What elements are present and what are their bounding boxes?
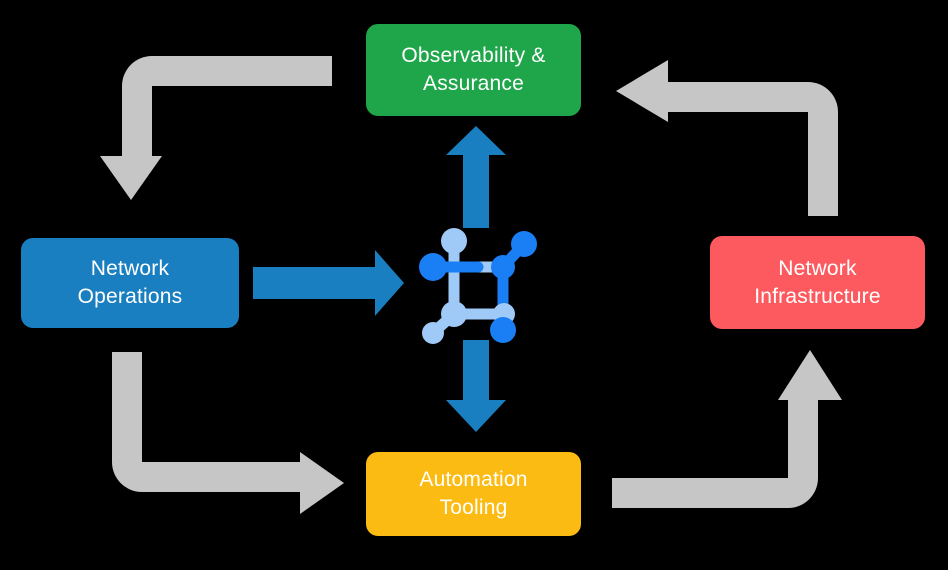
connector-operations-to-center (253, 250, 404, 316)
connector-automation-to-infrastructure (612, 350, 842, 508)
connector-infrastructure-to-observability (616, 60, 838, 216)
node-label-infrastructure: Network Infrastructure (754, 256, 881, 308)
node-label-observability: Observability & Assurance (401, 44, 546, 95)
connector-center-to-automation (446, 340, 506, 432)
network-topology-icon (419, 228, 537, 344)
node-observability-assurance[interactable]: Observability & Assurance (366, 24, 581, 116)
node-network-infrastructure[interactable]: Network Infrastructure (710, 236, 925, 329)
node-automation-tooling[interactable]: Automation Tooling (366, 452, 581, 536)
node-label-automation: Automation Tooling (419, 468, 528, 519)
node-label-operations: Network Operations (77, 257, 183, 308)
connector-operations-to-automation (112, 352, 344, 514)
node-network-operations[interactable]: Network Operations (21, 238, 239, 328)
topology-nodes-dark (419, 231, 537, 343)
topology-nodes-light (422, 228, 515, 344)
connector-center-to-observability (446, 126, 506, 228)
connector-observability-to-operations (100, 56, 332, 200)
